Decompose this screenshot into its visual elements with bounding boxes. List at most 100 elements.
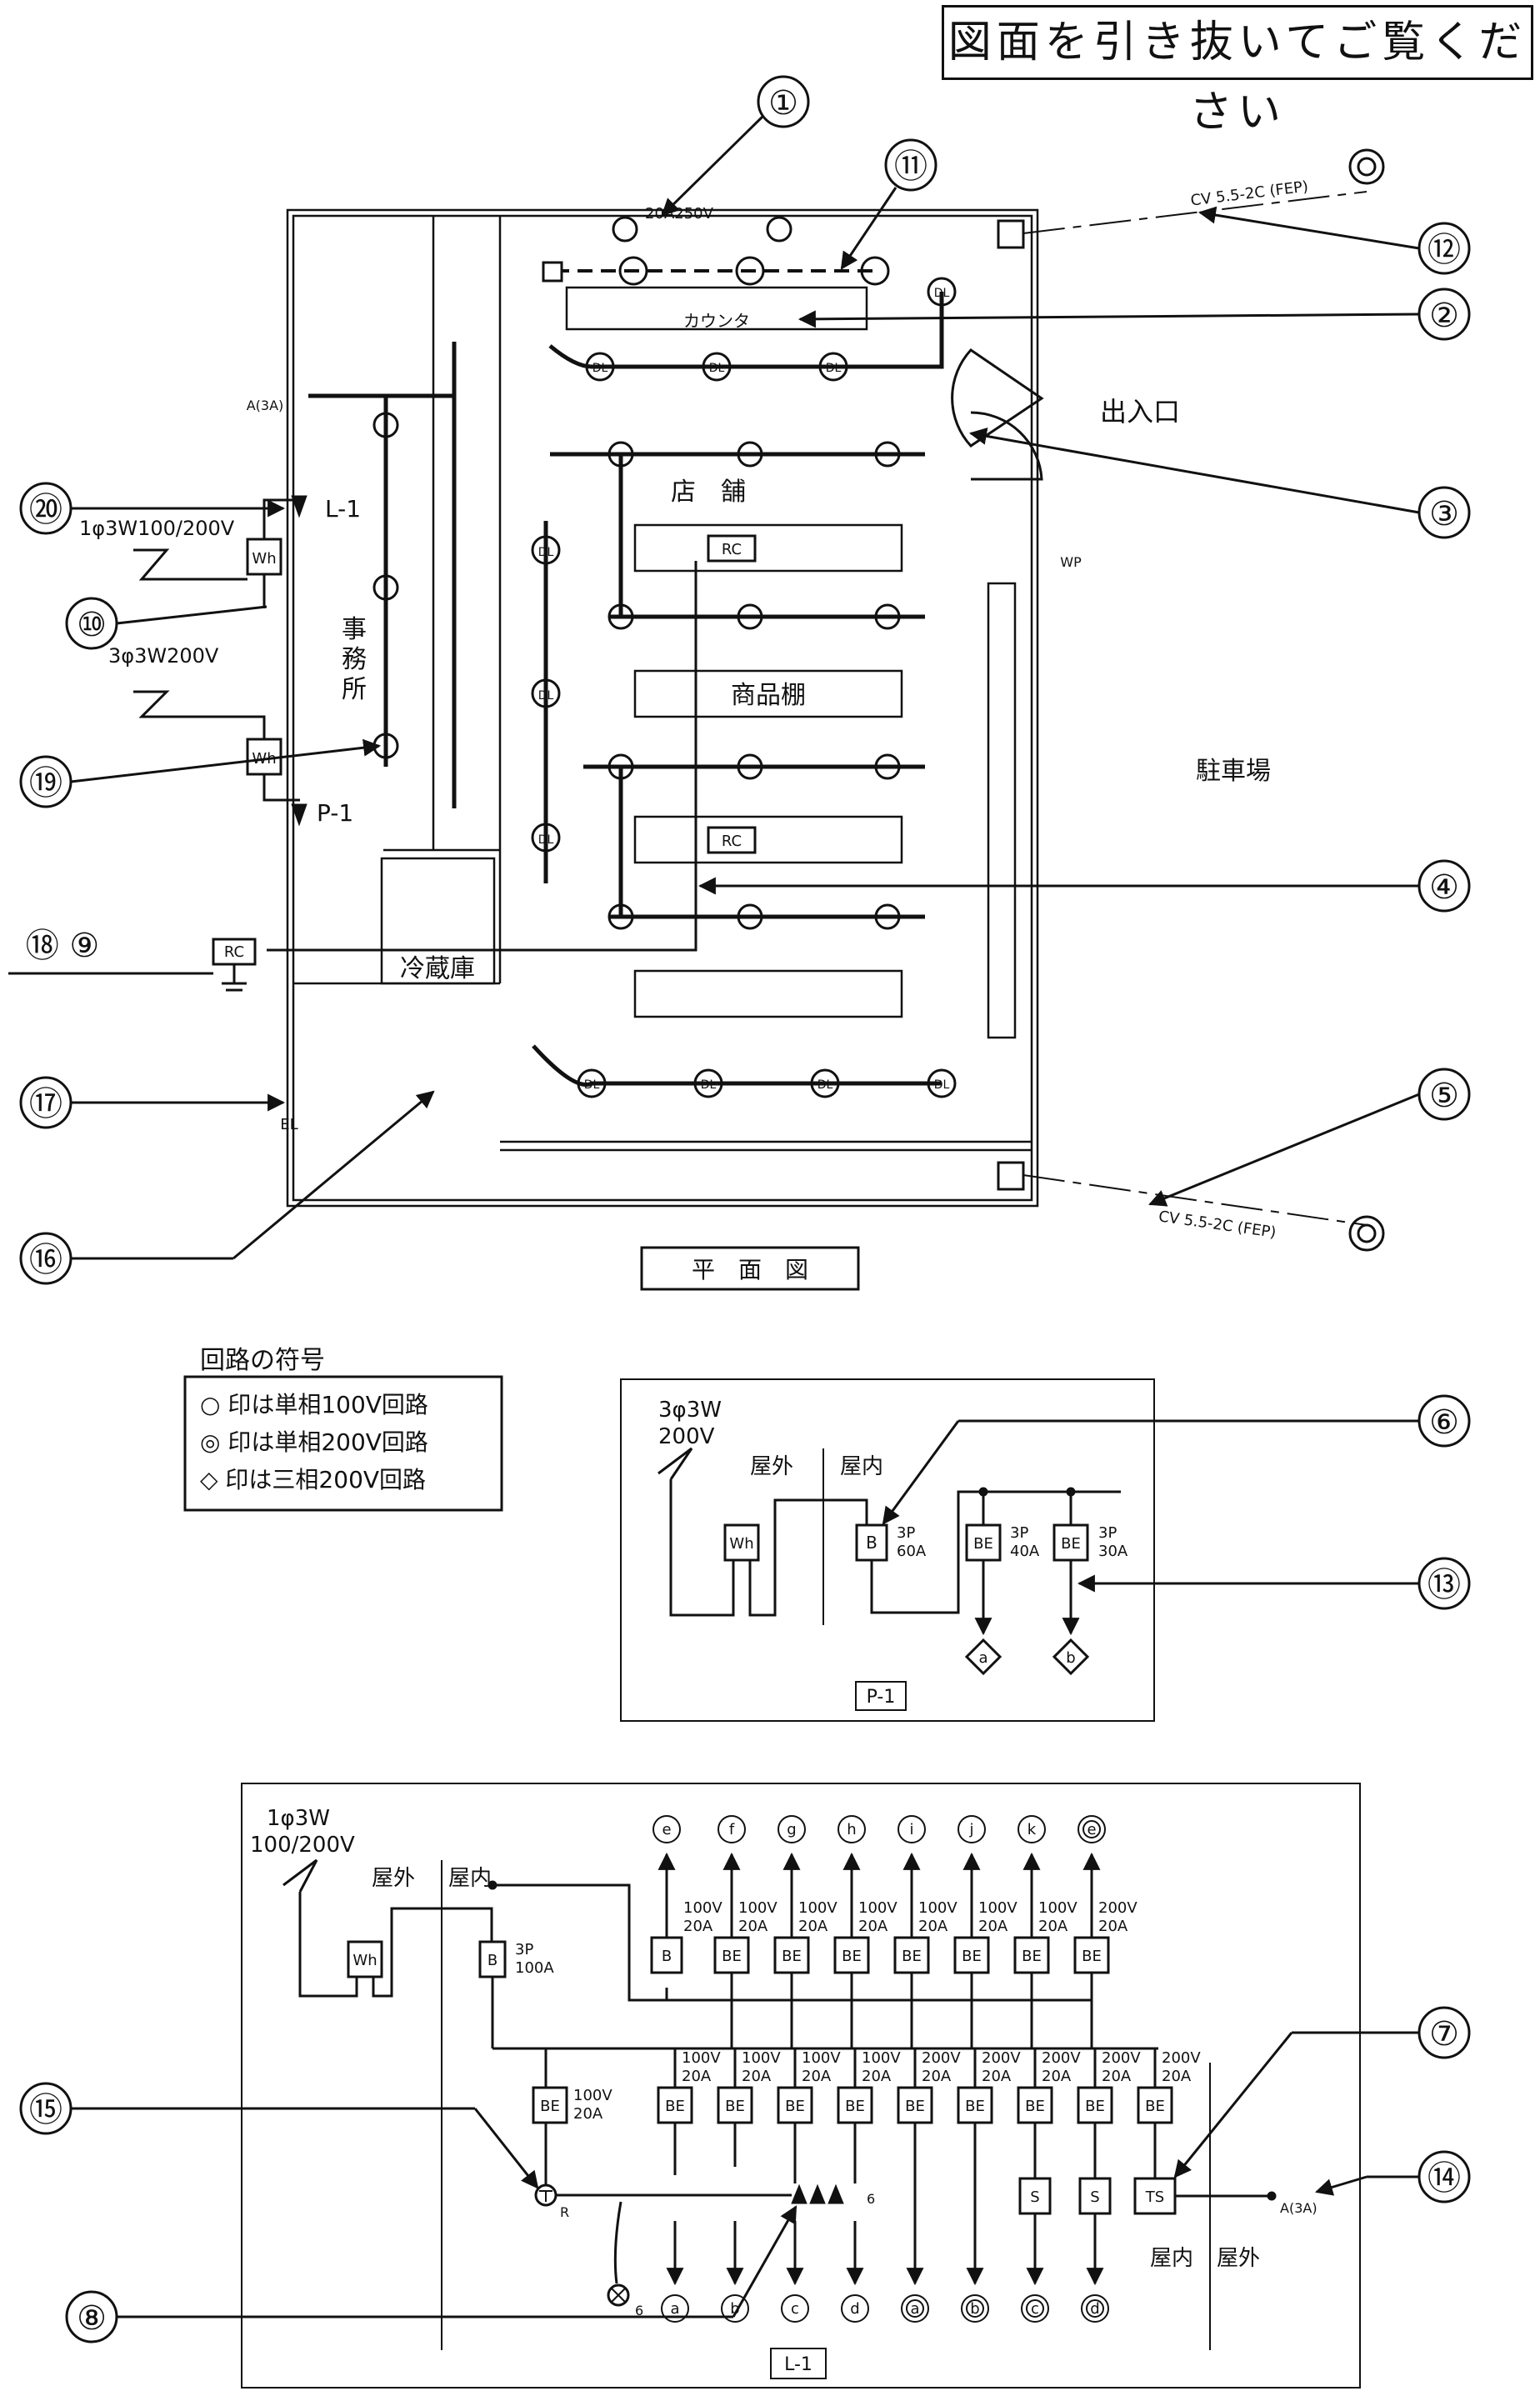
svg-text:DL: DL	[818, 1078, 833, 1092]
svg-text:BE: BE	[725, 2098, 745, 2115]
svg-text:20A: 20A	[862, 2068, 892, 2085]
svg-text:6: 6	[635, 2303, 643, 2318]
svg-text:RC: RC	[722, 541, 742, 558]
service-3ph-label: 3φ3W200V	[108, 644, 219, 668]
svg-text:Wh: Wh	[729, 1535, 753, 1553]
svg-text:①: ①	[768, 84, 798, 123]
svg-text:200V: 200V	[982, 2049, 1021, 2067]
svg-text:EL: EL	[280, 1116, 298, 1133]
svg-text:⑤: ⑤	[1429, 1077, 1459, 1115]
svg-text:BE: BE	[1022, 1948, 1042, 1965]
svg-text:⑱ ⑨: ⑱ ⑨	[26, 927, 100, 965]
svg-text:100V: 100V	[862, 2049, 901, 2067]
svg-text:b: b	[730, 2300, 739, 2318]
svg-text:③: ③	[1429, 495, 1459, 533]
instruction-banner: 図面を引き抜いてご覧ください	[942, 5, 1533, 138]
svg-text:⑧: ⑧	[77, 2299, 107, 2338]
svg-text:3P: 3P	[897, 1524, 915, 1542]
svg-text:BE: BE	[1061, 1535, 1081, 1553]
svg-text:20A: 20A	[858, 1918, 888, 1935]
legend-item-1ph200: ◎ 印は単相200V回路	[200, 1428, 428, 1456]
svg-text:屋内: 屋内	[1150, 2246, 1193, 2271]
svg-text:20A: 20A	[1098, 1918, 1128, 1935]
svg-text:BE: BE	[785, 2098, 805, 2115]
counter	[565, 286, 868, 331]
svg-text:⑳: ⑳	[29, 491, 62, 529]
svg-text:200V: 200V	[922, 2049, 961, 2067]
svg-text:DL: DL	[584, 1078, 600, 1092]
svg-text:100V: 100V	[573, 2087, 612, 2104]
l1-title: L-1	[784, 2354, 812, 2375]
svg-text:c: c	[1031, 2300, 1039, 2318]
svg-text:100A: 100A	[515, 1959, 554, 1977]
panel-l1-label: L-1	[325, 495, 361, 523]
svg-text:100V: 100V	[738, 1899, 778, 1917]
svg-text:DL: DL	[826, 362, 842, 375]
store-lighting	[550, 441, 925, 930]
svg-text:100V: 100V	[858, 1899, 898, 1917]
svg-text:RC: RC	[722, 833, 742, 850]
p1-title: P-1	[867, 1687, 896, 1708]
svg-text:6: 6	[867, 2191, 875, 2207]
svg-text:DL: DL	[538, 689, 554, 703]
building-outline	[286, 208, 1039, 1208]
svg-text:f: f	[729, 1821, 735, 1838]
svg-text:BE: BE	[902, 1948, 922, 1965]
svg-text:100V: 100V	[918, 1899, 958, 1917]
svg-text:200V: 200V	[1102, 2049, 1141, 2067]
svg-text:200V: 200V	[1042, 2049, 1081, 2067]
svg-text:20A: 20A	[1042, 2068, 1072, 2085]
svg-text:屋外: 屋外	[750, 1454, 793, 1479]
svg-text:⑦: ⑦	[1429, 2015, 1459, 2053]
svg-text:40A: 40A	[1010, 1543, 1040, 1560]
svg-text:⑯: ⑯	[29, 1241, 62, 1279]
svg-text:BE: BE	[782, 1948, 802, 1965]
svg-text:e: e	[1087, 1821, 1096, 1838]
svg-text:A(3A): A(3A)	[1280, 2200, 1318, 2216]
svg-text:20A: 20A	[738, 1918, 768, 1935]
store-label: 店 舗	[671, 478, 746, 507]
svg-text:200V: 200V	[1162, 2049, 1201, 2067]
svg-text:20A: 20A	[982, 2068, 1012, 2085]
svg-text:a: a	[910, 2300, 919, 2318]
service-1ph-label: 1φ3W100/200V	[79, 517, 235, 540]
svg-text:g: g	[787, 1821, 796, 1838]
svg-text:BE: BE	[540, 2098, 560, 2115]
svg-text:DL: DL	[538, 833, 554, 847]
legend: 回路の符号 ○ 印は単相100V回路 ◎ 印は単相200V回路 ◇ 印は三相20…	[183, 1346, 503, 1512]
panel-p1-label: P-1	[317, 799, 353, 827]
svg-text:BE: BE	[722, 1948, 742, 1965]
svg-text:k: k	[1028, 1821, 1037, 1838]
svg-text:DL: DL	[934, 1078, 950, 1092]
svg-text:DL: DL	[538, 546, 554, 559]
office-label: 事務所	[342, 615, 367, 704]
svg-text:20A: 20A	[1038, 1918, 1068, 1935]
svg-text:BE: BE	[842, 1948, 862, 1965]
svg-text:屋外: 屋外	[1217, 2246, 1260, 2271]
svg-text:d: d	[850, 2300, 859, 2318]
svg-text:100V: 100V	[683, 1899, 722, 1917]
svg-text:RC: RC	[224, 943, 244, 961]
svg-text:d: d	[1090, 2300, 1099, 2318]
window-strip	[987, 582, 1017, 1039]
svg-text:1φ3W: 1φ3W	[267, 1806, 330, 1831]
floor-plan: 冷蔵庫 事務所 カウンタ 出入口 店 舗 駐車場 商品棚	[79, 148, 1385, 1291]
svg-text:3φ3W: 3φ3W	[658, 1398, 722, 1423]
svg-text:20A: 20A	[682, 2068, 712, 2085]
svg-text:Wh: Wh	[352, 1952, 377, 1969]
svg-text:b: b	[1066, 1649, 1075, 1667]
svg-text:DL: DL	[592, 362, 608, 375]
cable-top-label: CV 5.5-2C (FEP)	[1190, 178, 1310, 209]
svg-text:B: B	[488, 1952, 498, 1969]
svg-text:200V: 200V	[1098, 1899, 1138, 1917]
shelf-label: 商品棚	[731, 681, 806, 710]
svg-text:BE: BE	[1085, 2098, 1105, 2115]
svg-text:BE: BE	[1025, 2098, 1045, 2115]
svg-text:c: c	[791, 2300, 799, 2318]
shelf-2	[633, 669, 903, 718]
shelf-1	[633, 523, 903, 573]
svg-text:⑪: ⑪	[894, 148, 928, 186]
counter-label: カウンタ	[683, 311, 750, 331]
